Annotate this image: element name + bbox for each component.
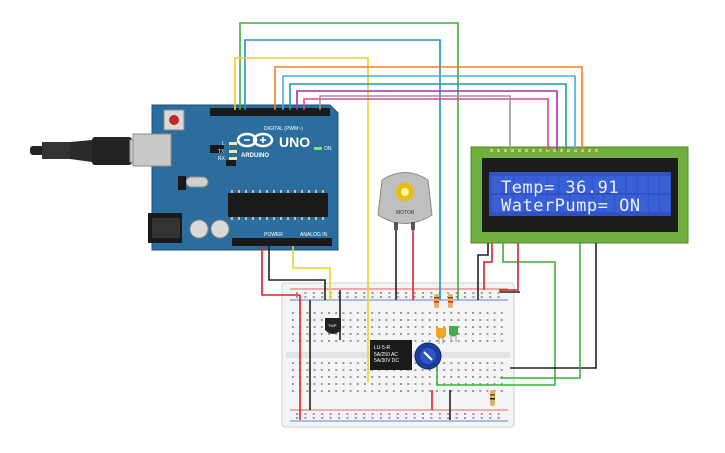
tx-led-icon bbox=[229, 150, 237, 153]
relay-line-3: 5A/30V DC bbox=[374, 358, 399, 364]
arduino-model-label: UNO bbox=[279, 134, 310, 150]
led-orange[interactable] bbox=[436, 328, 446, 344]
resistor-2[interactable] bbox=[448, 294, 453, 308]
tmp36-sensor[interactable]: TMP bbox=[325, 318, 341, 334]
reset-button[interactable] bbox=[169, 115, 179, 125]
power-label: POWER bbox=[264, 232, 283, 238]
lcd-line-1: Temp= 36.91 bbox=[501, 178, 619, 198]
arduino-logo-text: ARDUINO bbox=[241, 153, 269, 159]
resistor-1[interactable] bbox=[434, 294, 439, 308]
arduino-logo-icon bbox=[236, 132, 274, 148]
rx-led-icon bbox=[229, 157, 237, 160]
wires[interactable] bbox=[234, 22, 597, 420]
pot-knob-icon bbox=[423, 351, 433, 361]
l-led-icon bbox=[229, 142, 237, 145]
power-analog-header[interactable] bbox=[232, 238, 332, 246]
on-led-icon bbox=[314, 147, 322, 150]
sensor-label: TMP bbox=[328, 323, 337, 328]
relay-line-2: 5A/250 AC bbox=[374, 352, 398, 358]
digital-label: DIGITAL (PWM~) bbox=[264, 126, 303, 132]
potentiometer[interactable] bbox=[414, 342, 442, 370]
motor-label: MOTOR bbox=[396, 210, 415, 216]
l-label: L bbox=[222, 141, 225, 147]
arduino-uno-board[interactable]: L TX RX ON ARDUINO UNO DIGITAL (PWM~) PO… bbox=[30, 104, 339, 251]
lcd-16x2[interactable]: Temp= 36.91 WaterPump= ON bbox=[470, 146, 689, 244]
relay-module[interactable]: LU-5-R 5A/250 AC 5A/30V DC bbox=[370, 340, 412, 370]
digital-header[interactable] bbox=[210, 108, 330, 116]
lcd-line-2: WaterPump= ON bbox=[501, 196, 641, 216]
analog-label: ANALOG IN bbox=[300, 232, 328, 238]
on-label: ON bbox=[324, 146, 332, 152]
dc-motor[interactable]: MOTOR bbox=[377, 172, 433, 231]
led-green[interactable] bbox=[449, 326, 458, 342]
resistor-3[interactable] bbox=[490, 390, 495, 406]
rx-label: RX bbox=[218, 156, 226, 162]
tx-label: TX bbox=[218, 149, 225, 155]
atmega-chip bbox=[228, 193, 328, 217]
relay-line-1: LU-5-R bbox=[374, 345, 391, 351]
